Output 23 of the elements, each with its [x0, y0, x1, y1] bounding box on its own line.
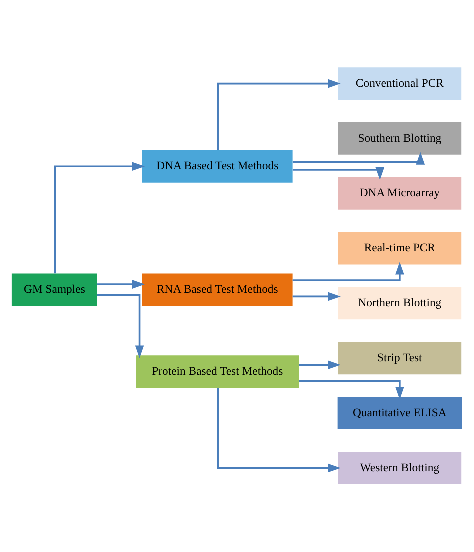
node-box: RNA Based Test Methods [142, 274, 293, 306]
arrow [292, 152, 426, 165]
node-box: Southern Blotting [338, 122, 462, 155]
node-box: Quantitative ELISA [338, 397, 462, 430]
arrow [98, 294, 144, 358]
node-box: Protein Based Test Methods [136, 356, 300, 388]
node-box: DNA Based Test Methods [142, 150, 293, 183]
arrow [299, 360, 341, 370]
arrow [292, 262, 404, 282]
node-box: Strip Test [338, 342, 462, 375]
arrow [292, 168, 385, 180]
arrow [217, 79, 341, 150]
node-box: Conventional PCR [338, 68, 462, 100]
arrow [217, 388, 341, 473]
node-box: Northern Blotting [338, 287, 462, 320]
arrow [98, 280, 146, 289]
arrow [292, 292, 341, 302]
node-box: Real-time PCR [338, 232, 462, 265]
arrow [299, 380, 404, 400]
node-box: Western Blotting [338, 452, 462, 484]
arrow [54, 162, 146, 274]
node-box: DNA Microarray [338, 177, 462, 210]
node-box: GM Samples [12, 274, 98, 306]
